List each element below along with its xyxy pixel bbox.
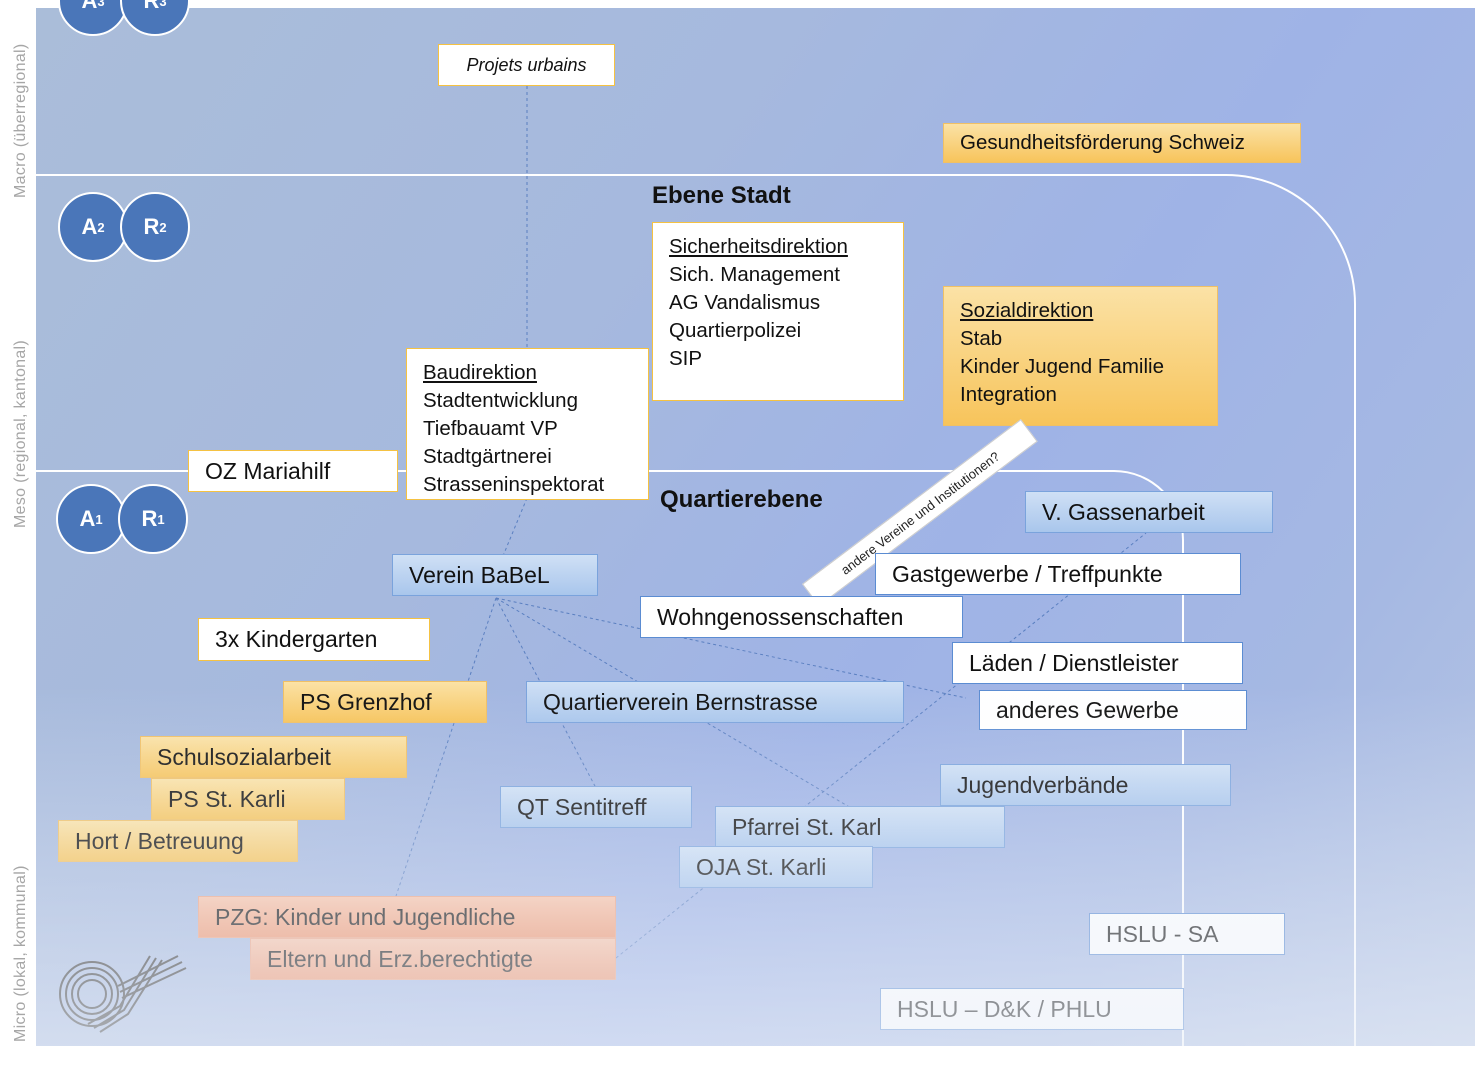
macro-meso-divider [36, 174, 1226, 176]
gassenarbeit-box: V. Gassenarbeit [1025, 491, 1273, 533]
hort-box: Hort / Betreuung [58, 820, 298, 862]
gesundheitsfoerderung-box: Gesundheitsförderung Schweiz [943, 123, 1301, 163]
qt-sentitreff-box: QT Sentitreff [500, 786, 692, 828]
baudirektion-box: Baudirektion Stadtentwicklung Tiefbauamt… [406, 348, 649, 500]
sozial-item: Integration [960, 383, 1057, 406]
sicherheit-item: SIP [669, 347, 703, 370]
sozialdirektion-heading: Sozialdirektion [960, 299, 1094, 322]
link-babel-pzg [395, 597, 497, 897]
bau-item: Strasseninspektorat [423, 473, 605, 496]
bau-item: Tiefbauamt VP [423, 417, 558, 440]
macro-axis-label: Macro (überregional) [12, 43, 29, 198]
city-level-title: Ebene Stadt [652, 182, 791, 209]
laeden-box: Läden / Dienstleister [952, 642, 1243, 684]
link-babel-laeden [495, 597, 967, 699]
eltern-box: Eltern und Erz.berechtigte [250, 938, 616, 980]
sozialdirektion-box: Sozialdirektion Stab Kinder Jugend Famil… [943, 286, 1218, 426]
jugendverbaende-box: Jugendverbände [940, 764, 1231, 806]
pzg-box: PZG: Kinder und Jugendliche [198, 896, 616, 938]
sozial-item: Stab [960, 327, 1003, 350]
pfarrei-box: Pfarrei St. Karl [715, 806, 1005, 848]
bau-item: Stadtentwicklung [423, 389, 578, 412]
micro-axis-label: Micro (lokal, kommunal) [12, 865, 29, 1042]
bau-item: Stadtgärtnerei [423, 445, 552, 468]
sicherheit-item: Sich. Management [669, 263, 840, 286]
ps-st-karli-box: PS St. Karli [151, 778, 345, 820]
sicherheitsdirektion-heading: Sicherheitsdirektion [669, 235, 848, 258]
baudirektion-heading: Baudirektion [423, 361, 537, 384]
verein-babel-box: Verein BaBeL [392, 554, 598, 596]
ps-grenzhof-box: PS Grenzhof [283, 681, 487, 723]
link-baudirektion-babel [497, 497, 528, 569]
schulsozialarbeit-box: Schulsozialarbeit [140, 736, 407, 778]
oja-box: OJA St. Karli [679, 846, 873, 888]
sozial-item: Kinder Jugend Familie [960, 355, 1164, 378]
sicherheitsdirektion-box: Sicherheitsdirektion Sich. Management AG… [652, 222, 904, 401]
quartierverein-box: Quartierverein Bernstrasse [526, 681, 904, 723]
gastgewerbe-box: Gastgewerbe / Treffpunkte [875, 553, 1241, 595]
hslu-sa-box: HSLU - SA [1089, 913, 1285, 955]
kindergarten-box: 3x Kindergarten [198, 618, 430, 661]
meso-axis-label: Meso (regional, kantonal) [12, 339, 29, 528]
anderes-gewerbe-box: anderes Gewerbe [979, 690, 1247, 730]
oz-mariahilf-box: OZ Mariahilf [188, 450, 398, 492]
link-eltern-gassenarbeit [615, 532, 1147, 959]
sicherheit-item: Quartierpolizei [669, 319, 802, 342]
quarter-level-title: Quartierebene [660, 486, 823, 513]
sicherheit-item: AG Vandalismus [669, 291, 821, 314]
hslu-dk-box: HSLU – D&K / PHLU [880, 988, 1184, 1030]
oja-logo [59, 955, 187, 1033]
projets-urbains-box: Projets urbains [438, 44, 615, 86]
wohngenossenschaften-box: Wohngenossenschaften [640, 596, 963, 638]
